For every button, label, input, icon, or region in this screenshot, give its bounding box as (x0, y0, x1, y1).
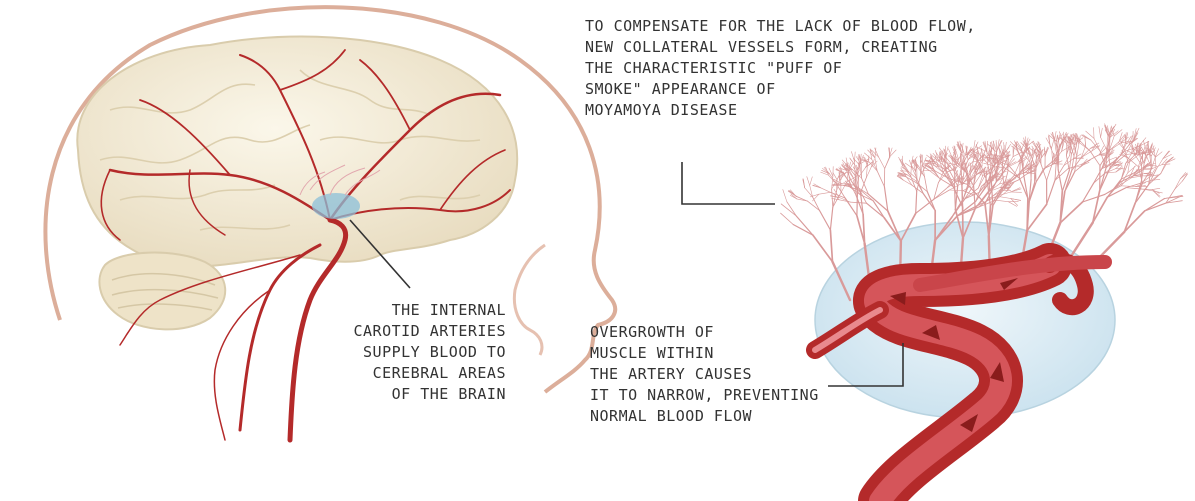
collateral-branch (1044, 148, 1045, 157)
collateral-branch (956, 150, 959, 159)
collateral-branch (1124, 203, 1135, 232)
collateral-branch (833, 173, 837, 180)
collateral-branch (857, 193, 858, 216)
collateral-branch (1070, 223, 1093, 258)
collateral-branch (793, 225, 813, 236)
collateral-branch (1121, 186, 1136, 187)
collateral-branch (1135, 183, 1142, 203)
collateral-branch (1085, 137, 1086, 146)
collateral-branch (819, 192, 831, 194)
collateral-branch (796, 196, 807, 201)
collateral-branch (781, 213, 794, 224)
collateral-branch (884, 187, 887, 211)
collateral-branch (841, 182, 847, 193)
collateral-branch (1101, 137, 1107, 149)
collateral-branch (1101, 128, 1103, 137)
collateral-branch (855, 162, 856, 176)
collateral-branch (987, 141, 988, 150)
collateral-branch (1058, 170, 1062, 191)
collateral-branch (1135, 185, 1148, 204)
collateral-branch (931, 169, 939, 178)
collateral-branch (850, 202, 866, 203)
collateral-branch (807, 201, 819, 211)
collateral-branch (949, 184, 961, 190)
collateral-branch (813, 197, 820, 211)
collateral-branch (1107, 188, 1126, 198)
collateral-branch (807, 177, 810, 186)
affected-region-highlight (312, 193, 360, 219)
collateral-branch (929, 171, 939, 179)
collateral-branch (1090, 151, 1100, 166)
collateral-branch (962, 185, 963, 207)
collateral-branch (1143, 140, 1146, 150)
collateral-branch (980, 166, 981, 175)
collateral-branch (916, 191, 917, 213)
collateral-branch (830, 230, 832, 262)
collateral-branch (821, 188, 831, 193)
collateral-branch (1110, 143, 1121, 151)
collateral-branch (1124, 211, 1144, 232)
collateral-branch (949, 190, 963, 191)
collateral-branch (820, 211, 831, 230)
collateral-branch (877, 171, 884, 187)
collateral-branch (996, 200, 1009, 202)
collateral-branch (955, 186, 957, 210)
collateral-branch (1099, 127, 1101, 138)
collateral-branch (1022, 142, 1025, 150)
collateral-branch (829, 168, 833, 176)
collateral-branch (1030, 163, 1031, 180)
collateral-branch (1156, 159, 1163, 170)
collateral-branch (1008, 202, 1017, 207)
collateral-branch (1110, 136, 1114, 149)
collateral-branch (781, 204, 796, 216)
collateral-branch (830, 207, 832, 230)
collateral-branch (851, 152, 854, 162)
label-internal-carotid: THE INTERNAL CAROTID ARTERIES SUPPLY BLO… (336, 300, 506, 405)
collateral-branch (1075, 161, 1088, 172)
collateral-branch (1155, 157, 1156, 170)
collateral-branch (839, 200, 850, 202)
collateral-branch (813, 235, 833, 262)
collateral-branch (1166, 157, 1173, 163)
leader-line-collateral (682, 162, 775, 204)
collateral-branch (1047, 180, 1055, 204)
collateral-branch (1107, 179, 1121, 197)
collateral-branch (1027, 199, 1028, 231)
collateral-branch (1020, 163, 1021, 178)
collateral-branch (1152, 157, 1156, 169)
collateral-branch (787, 202, 797, 216)
collateral-branch (954, 171, 962, 186)
collateral-branch (1119, 133, 1122, 142)
collateral-branch (1082, 136, 1091, 140)
collateral-branch (911, 176, 917, 191)
label-muscle-overgrowth: OVERGROWTH OF MUSCLE WITHIN THE ARTERY C… (590, 322, 890, 427)
collateral-branch (1152, 188, 1160, 189)
collateral-branch (810, 177, 813, 186)
collateral-branch (859, 167, 866, 177)
collateral-branch (1036, 169, 1043, 182)
collateral-branch (879, 157, 885, 168)
cerebellum (99, 253, 225, 330)
label-collateral-vessels: TO COMPENSATE FOR THE LACK OF BLOOD FLOW… (585, 16, 1025, 121)
collateral-branch (783, 190, 787, 202)
collateral-branch (974, 186, 976, 209)
collateral-branch (1077, 145, 1079, 157)
collateral-branch (885, 157, 890, 168)
collateral-branch (1027, 204, 1047, 230)
brain (77, 37, 517, 267)
collateral-branch (1125, 150, 1128, 163)
face-profile (514, 245, 545, 355)
collateral-branch (796, 216, 813, 235)
